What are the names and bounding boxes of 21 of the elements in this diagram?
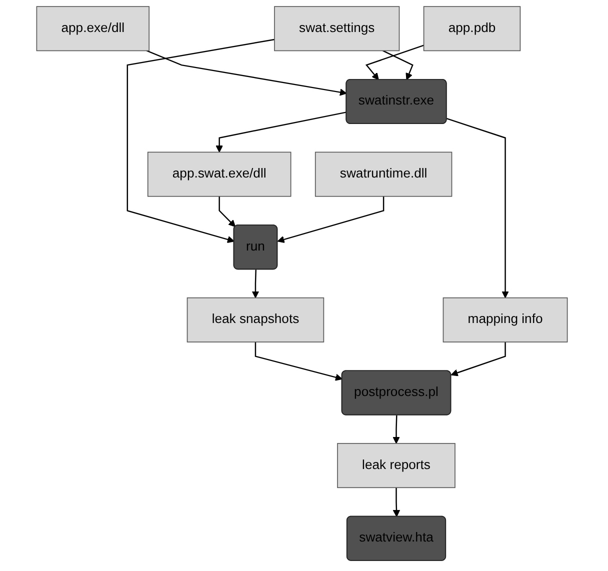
arrow <box>146 50 347 96</box>
arrow <box>382 50 414 80</box>
arrow <box>392 415 400 444</box>
arrow <box>277 196 384 243</box>
arrow <box>252 270 260 298</box>
arrow <box>392 488 400 517</box>
node-box: leak snapshots <box>186 297 324 342</box>
arrow <box>450 342 506 376</box>
arrow <box>126 38 275 243</box>
node-box: swat.settings <box>274 6 400 52</box>
node-box: app.exe/dll <box>36 6 150 52</box>
node-box: app.pdb <box>423 6 521 52</box>
arrow <box>218 196 236 228</box>
node-box: leak reports <box>337 443 456 488</box>
node-box: app.swat.exe/dll <box>147 152 292 197</box>
node-box: mapping info <box>442 297 568 342</box>
arrow <box>365 44 424 80</box>
arrow <box>254 342 343 381</box>
arrow <box>446 118 509 298</box>
node-box: swatruntime.dll <box>314 152 452 197</box>
arrow <box>216 112 347 152</box>
